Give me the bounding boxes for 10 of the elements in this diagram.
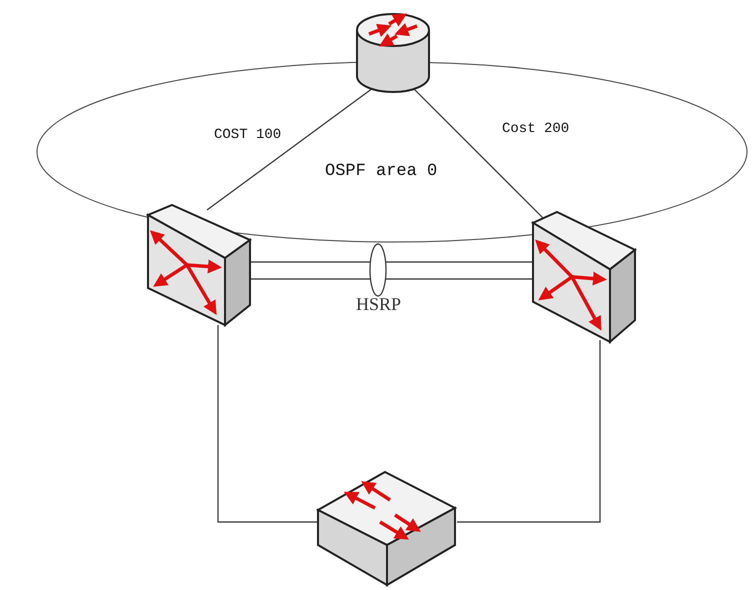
connection-line	[217, 325, 318, 523]
protocol-label: HSRP	[356, 294, 402, 315]
switch-icon	[315, 470, 457, 588]
connection-line	[251, 278, 532, 280]
connection-line	[206, 88, 374, 210]
multilayer-switch-icon	[145, 205, 251, 327]
connection-line	[251, 261, 532, 263]
area-label: OSPF area 0	[325, 162, 438, 181]
connection-line	[412, 88, 546, 220]
multilayer-switch-icon	[530, 212, 636, 344]
